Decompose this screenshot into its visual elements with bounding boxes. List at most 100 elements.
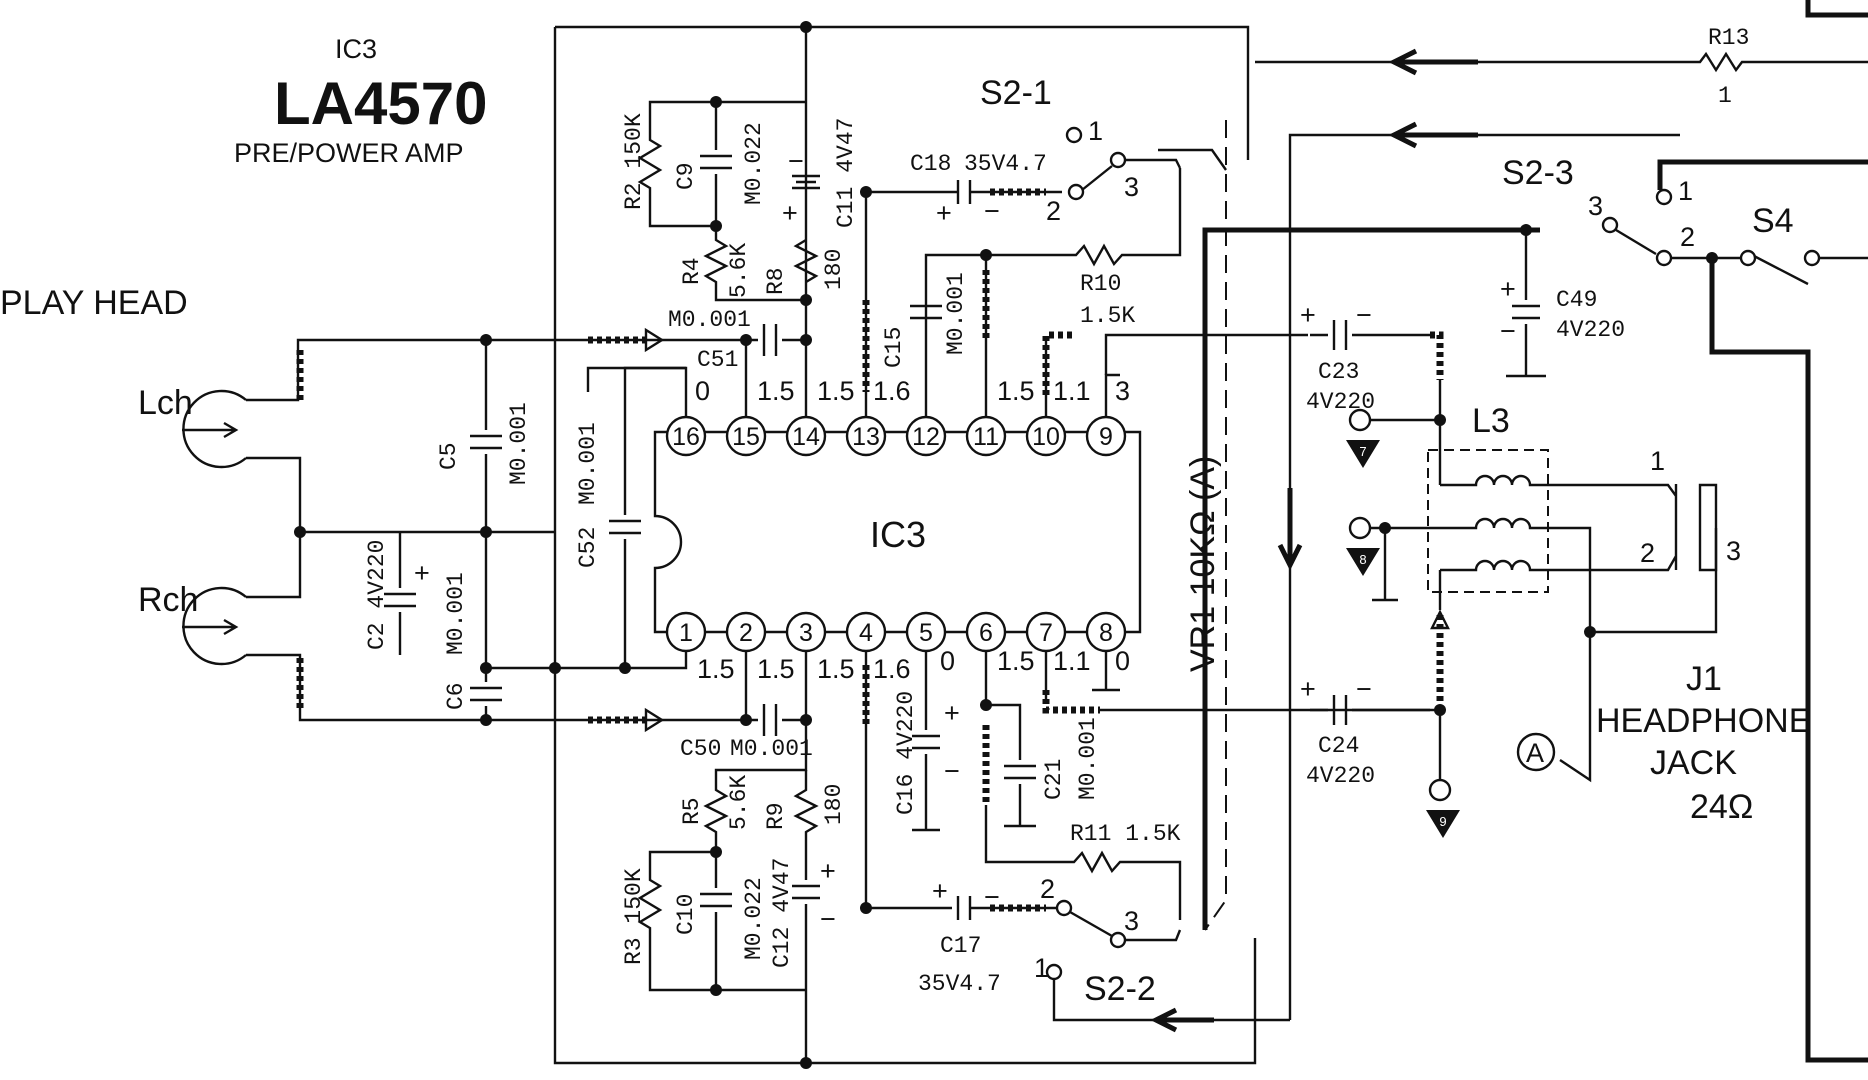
pin-12: 12 <box>912 423 940 451</box>
c2-label: C2 4V220 <box>364 540 390 650</box>
ground-bus-mid <box>484 532 555 670</box>
pin-11: 11 <box>973 423 999 451</box>
svg-text:0: 0 <box>1115 646 1130 676</box>
pin-3: 3 <box>799 619 813 647</box>
svg-text:3: 3 <box>1124 172 1139 202</box>
svg-text:+: + <box>944 698 960 728</box>
pin-6: 6 <box>979 619 993 647</box>
pin-14: 14 <box>792 423 820 451</box>
c2-plus: + <box>414 558 430 588</box>
r5-value: 5.6K <box>726 775 752 830</box>
pin-15: 15 <box>732 423 760 451</box>
play-head-section: PLAY HEAD Lch Rch <box>0 284 486 722</box>
ic3-body: IC3 <box>653 430 1142 634</box>
ic-function-label: PRE/POWER AMP <box>234 138 464 168</box>
r10-label: R10 <box>1080 271 1121 297</box>
c6-label: C6 <box>443 682 469 710</box>
svg-text:1.6: 1.6 <box>873 654 911 684</box>
c17-value: 35V4.7 <box>918 971 1001 997</box>
svg-text:1: 1 <box>1088 116 1103 146</box>
input-capacitors: C5 M0.001 C2 4V220 + C6 M0.001 <box>294 334 555 726</box>
c51-label: C51 <box>697 347 738 373</box>
svg-text:1.5: 1.5 <box>757 654 795 684</box>
s4-label: S4 <box>1752 202 1794 240</box>
j1-headphone-label: HEADPHONE <box>1596 702 1811 740</box>
c24-label: C24 <box>1318 733 1359 759</box>
c15-value: M0.001 <box>943 272 969 355</box>
svg-text:+: + <box>782 198 798 228</box>
lch-label: Lch <box>138 384 193 422</box>
svg-text:+: + <box>936 198 952 228</box>
top-pin-voltages: 0 1.5 1.5 1.6 1.5 1.1 3 <box>695 376 1130 406</box>
bottom-pin-voltages: 1.5 1.5 1.5 1.6 0 1.5 1.1 0 <box>697 646 1130 684</box>
pin-1: 1 <box>679 619 693 647</box>
svg-text:2: 2 <box>1046 196 1061 226</box>
c18-label: C18 <box>910 151 951 177</box>
c5-label: C5 <box>436 442 462 470</box>
rch-arrow <box>182 618 239 636</box>
c50-label: C50 <box>680 736 721 762</box>
pin-13: 13 <box>852 423 880 451</box>
svg-text:2: 2 <box>1040 874 1055 904</box>
svg-text:2: 2 <box>1640 538 1655 568</box>
upper-channel: C52 M0.001 M0.001 C51 R2 150K C9 M0.022 … <box>486 21 1227 668</box>
c9-label: C9 <box>673 162 699 190</box>
c52-label: C52 <box>575 527 601 568</box>
r4-label: R4 <box>679 257 705 285</box>
test-point-8: 8 <box>1359 552 1366 567</box>
svg-text:−: − <box>944 756 960 786</box>
ic-outline <box>653 430 1142 634</box>
svg-text:+: + <box>1300 674 1316 704</box>
r5-label: R5 <box>679 797 705 825</box>
svg-text:3: 3 <box>1726 536 1741 566</box>
j1-impedance: 24Ω <box>1690 788 1753 826</box>
ic-top-pins: 16 15 14 13 12 11 10 9 <box>665 415 1127 457</box>
c24-value: 4V220 <box>1306 763 1375 789</box>
common-wire <box>246 456 302 599</box>
c21-label: C21 <box>1041 759 1067 800</box>
svg-text:1.5: 1.5 <box>997 646 1035 676</box>
board-outline <box>553 25 1257 1065</box>
c5-value: M0.001 <box>506 402 532 485</box>
pin9-output-wire <box>1104 333 1308 375</box>
svg-text:1.1: 1.1 <box>1053 376 1091 406</box>
pin-8: 8 <box>1099 619 1113 647</box>
lch-arrow <box>182 421 239 439</box>
svg-text:1.1: 1.1 <box>1053 646 1091 676</box>
j1-jack-label: JACK <box>1650 744 1737 782</box>
svg-text:2: 2 <box>1680 222 1695 252</box>
r10-value: 1.5K <box>1080 303 1135 329</box>
ic-ref-label: IC3 <box>335 34 377 64</box>
c52-value: M0.001 <box>575 422 601 505</box>
lch-wire <box>246 338 486 402</box>
svg-text:−: − <box>788 146 804 176</box>
svg-text:3: 3 <box>1115 376 1130 406</box>
svg-text:−: − <box>984 196 1000 226</box>
play-head-label: PLAY HEAD <box>0 284 188 322</box>
c23-label: C23 <box>1318 359 1359 385</box>
svg-text:1.5: 1.5 <box>817 654 855 684</box>
c18-value: 35V4.7 <box>964 151 1047 177</box>
svg-text:3: 3 <box>1588 191 1603 221</box>
svg-text:1: 1 <box>1678 176 1693 206</box>
c10-value: M0.022 <box>741 877 767 960</box>
pin-7: 7 <box>1039 619 1053 647</box>
c6-symbol <box>470 668 502 720</box>
s2-2-label: S2-2 <box>1084 970 1156 1008</box>
c49-value: 4V220 <box>1556 317 1625 343</box>
r4-value: 5.6K <box>726 243 752 298</box>
svg-text:1.5: 1.5 <box>697 654 735 684</box>
vr1-gang-line <box>1204 120 1227 931</box>
ic-title-block: IC3 LA4570 PRE/POWER AMP <box>234 34 487 168</box>
c17-label: C17 <box>940 933 981 959</box>
r13-label: R13 <box>1708 25 1749 51</box>
c51-value: M0.001 <box>668 307 751 333</box>
svg-text:1.5: 1.5 <box>757 376 795 406</box>
c11-label: C11 4V47 <box>833 118 859 228</box>
r8-value: 180 <box>821 249 847 290</box>
ic-model-title: LA4570 <box>274 70 487 137</box>
ic-center-label: IC3 <box>870 514 926 555</box>
svg-text:−: − <box>820 904 836 934</box>
test-point-9: 9 <box>1439 814 1446 829</box>
